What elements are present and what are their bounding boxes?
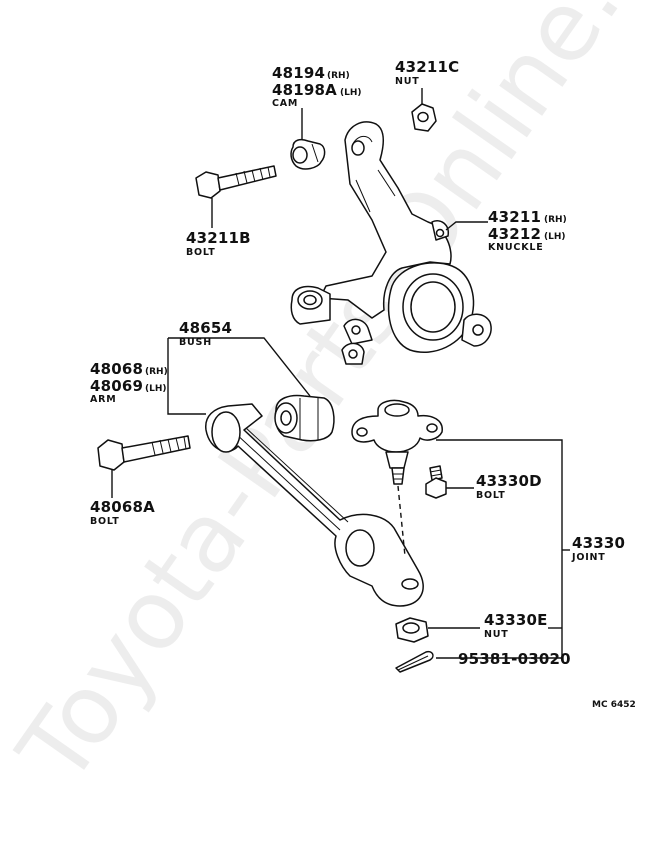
arm-suffix-rh: (RH)	[145, 367, 168, 377]
arm-part-number-lh: 48069	[90, 377, 143, 395]
cam-suffix-rh: (RH)	[327, 71, 350, 81]
knuckle-suffix-lh: (LH)	[544, 232, 566, 242]
nut-43211c-drawing[interactable]	[411, 103, 437, 132]
callout-knuckle: 43211 (RH) 43212 (LH) KNUCKLE	[488, 208, 567, 253]
knuckle-name: KNUCKLE	[488, 242, 544, 253]
bolt-top-part-number: 43211B	[186, 229, 251, 247]
cam-part-number-lh: 48198A	[272, 81, 337, 99]
nut-43330e-drawing[interactable]	[395, 617, 429, 643]
arm-suffix-lh: (LH)	[145, 384, 167, 394]
knuckle-part-number-lh: 43212	[488, 225, 541, 243]
nut-joint-name: NUT	[484, 629, 509, 640]
leader-lines	[111, 88, 570, 659]
callout-bolt-joint: 43330D BOLT	[476, 472, 542, 501]
nut-top-name: NUT	[395, 76, 420, 87]
bush-name: BUSH	[179, 337, 212, 348]
bolt-top-name: BOLT	[186, 247, 215, 258]
bolt-48068a-drawing[interactable]	[97, 435, 191, 471]
callout-nut-top: 43211C NUT	[395, 58, 459, 87]
joint-part-number: 43330	[572, 534, 625, 552]
knuckle-suffix-rh: (RH)	[544, 215, 567, 225]
callout-cotter-pin: 95381-03020	[458, 650, 571, 668]
lower-arm-48068-drawing[interactable]	[205, 403, 424, 607]
bolt-43211b-drawing[interactable]	[195, 165, 277, 199]
knuckle-43211-drawing[interactable]	[290, 121, 492, 365]
bolt-joint-part-number: 43330D	[476, 472, 542, 490]
callout-arm: 48068 (RH) 48069 (LH) ARM	[90, 360, 168, 405]
nut-joint-part-number: 43330E	[484, 611, 548, 629]
knuckle-part-number-rh: 43211	[488, 208, 541, 226]
bolt-43330d-drawing[interactable]	[425, 465, 447, 499]
callout-bolt-arm: 48068A BOLT	[90, 498, 155, 527]
alignment-dashed-line	[397, 485, 406, 557]
diagram-code: MC 6452	[592, 700, 636, 710]
cam-suffix-lh: (LH)	[340, 88, 362, 98]
callout-bolt-top: 43211B BOLT	[186, 229, 251, 258]
callout-nut-joint: 43330E NUT	[484, 611, 548, 640]
arm-name: ARM	[90, 394, 117, 405]
nut-top-part-number: 43211C	[395, 58, 459, 76]
bolt-joint-name: BOLT	[476, 490, 505, 501]
bush-part-number: 48654	[179, 319, 232, 337]
bush-48654-drawing[interactable]	[274, 394, 335, 442]
arm-part-number-rh: 48068	[90, 360, 143, 378]
cam-48194-drawing[interactable]	[290, 138, 326, 170]
cam-part-number-rh: 48194	[272, 64, 325, 82]
bolt-arm-name: BOLT	[90, 516, 119, 527]
cotter-pin-part-number: 95381-03020	[458, 650, 571, 668]
callout-joint: 43330 JOINT	[571, 534, 625, 563]
joint-name: JOINT	[571, 552, 606, 563]
callout-bush: 48654 BUSH	[179, 319, 232, 348]
callout-cam: 48194 (RH) 48198A (LH) CAM	[272, 64, 362, 109]
ball-joint-43330-drawing[interactable]	[351, 399, 443, 485]
cam-name: CAM	[272, 98, 298, 109]
cotter-pin-95381-drawing[interactable]	[395, 650, 434, 673]
bolt-arm-part-number: 48068A	[90, 498, 155, 516]
